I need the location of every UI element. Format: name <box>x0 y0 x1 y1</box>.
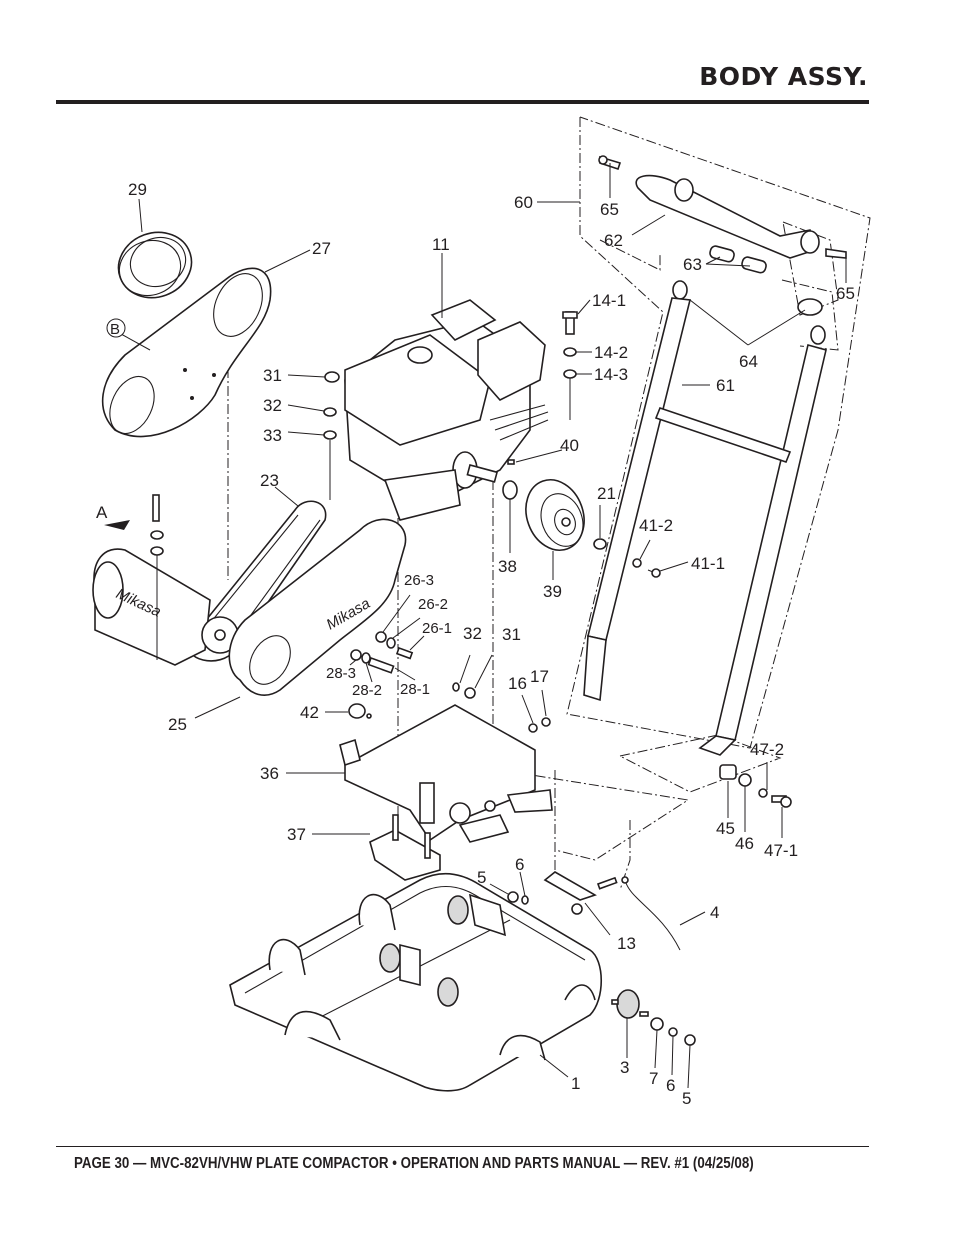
part-31-32-33-upper <box>323 371 340 440</box>
callout-27: 27 <box>312 239 331 258</box>
part-45-46-47-hardware <box>719 764 792 808</box>
callout-labels: 29 27 11 60 65 62 63 65 64 61 14-1 14-2 … <box>128 180 855 1108</box>
callout-14-1: 14-1 <box>592 291 626 310</box>
part-3-rubber-mounts <box>379 893 649 1019</box>
footer-rule <box>56 1146 869 1147</box>
callout-3: 3 <box>620 1058 629 1077</box>
callout-62: 62 <box>604 231 623 250</box>
part-13-plate <box>543 871 618 915</box>
callout-41-1: 41-1 <box>691 554 725 573</box>
callout-40: 40 <box>560 436 579 455</box>
callout-61: 61 <box>716 376 735 395</box>
callout-17: 17 <box>530 667 549 686</box>
part-61-handle-frame <box>583 297 827 756</box>
callout-11: 11 <box>432 235 450 254</box>
callout-13: 13 <box>617 934 636 953</box>
part-28-hardware <box>350 649 395 674</box>
part-36-engine-bed <box>339 704 553 843</box>
part-40-key <box>507 459 515 465</box>
callout-38: 38 <box>498 557 517 576</box>
callout-21: 21 <box>597 484 616 503</box>
callout-31: 31 <box>263 366 282 385</box>
callout-28-3: 28-3 <box>326 665 356 682</box>
part-63-spacers <box>709 245 767 274</box>
callout-5: 5 <box>477 868 486 887</box>
callout-39: 39 <box>543 582 562 601</box>
part-64-bushings <box>672 280 826 345</box>
callout-29: 29 <box>128 180 147 199</box>
part-38-collar <box>502 480 518 500</box>
part-21-washer <box>593 538 607 550</box>
callout-33: 33 <box>263 426 282 445</box>
part-37-bracket <box>369 814 441 881</box>
part-14-bolt-washers <box>562 311 578 379</box>
callout-45: 45 <box>716 819 735 838</box>
callout-41-2: 41-2 <box>639 516 673 535</box>
callout-26-2: 26-2 <box>418 596 448 613</box>
view-marker-b: B <box>106 318 126 338</box>
callout-36: 36 <box>260 764 279 783</box>
view-marker-a-label: A <box>96 503 108 522</box>
part-29-rubber-cap <box>117 231 193 299</box>
callout-64: 64 <box>739 352 758 371</box>
callout-7: 7 <box>649 1069 658 1088</box>
callout-65: 65 <box>600 200 619 219</box>
callout-4: 4 <box>710 903 719 922</box>
callout-31: 31 <box>502 625 521 644</box>
callout-14-3: 14-3 <box>594 365 628 384</box>
arrow-icon <box>104 520 130 530</box>
view-marker-a: A <box>96 503 130 530</box>
callout-32: 32 <box>463 624 482 643</box>
callout-28-1: 28-1 <box>400 681 430 698</box>
callout-63: 63 <box>683 255 702 274</box>
callout-47-2: 47-2 <box>750 740 784 759</box>
callout-42: 42 <box>300 703 319 722</box>
callout-46: 46 <box>735 834 754 853</box>
callout-28-2: 28-2 <box>352 682 382 699</box>
callout-1: 1 <box>571 1074 580 1093</box>
callout-65: 65 <box>836 284 855 303</box>
part-26-hardware <box>375 631 414 660</box>
part-39-clutch-pulley <box>525 479 585 551</box>
circle-marker-icon <box>106 318 126 338</box>
callout-37: 37 <box>287 825 306 844</box>
callout-32: 32 <box>263 396 282 415</box>
callout-47-1: 47-1 <box>764 841 798 860</box>
part-11-engine <box>344 299 549 521</box>
part-41-bolt-washer <box>632 558 661 578</box>
part-27-gasket <box>101 267 272 438</box>
leader-lines <box>120 163 847 1089</box>
callout-16: 16 <box>508 674 527 693</box>
callout-5: 5 <box>682 1089 691 1108</box>
exciter-assembly: Mikasa <box>92 494 239 666</box>
callout-26-3: 26-3 <box>404 572 434 589</box>
part-62-upper-handle <box>635 174 820 259</box>
part-42-cap <box>348 703 372 719</box>
part-4-wire <box>621 876 681 951</box>
page-footer: PAGE 30 — MVC-82VH/VHW PLATE COMPACTOR •… <box>74 1155 754 1172</box>
callout-60: 60 <box>514 193 533 212</box>
callout-6: 6 <box>515 855 524 874</box>
page-title: BODY ASSY. <box>699 62 868 91</box>
header-rule <box>56 100 869 104</box>
part-16-17-hardware <box>528 717 551 733</box>
callout-25: 25 <box>168 715 187 734</box>
callout-26-1: 26-1 <box>422 620 452 637</box>
callout-14-2: 14-2 <box>594 343 628 362</box>
callout-6: 6 <box>666 1076 675 1095</box>
part-31-32-lower <box>452 682 476 699</box>
view-marker-b-label: B <box>110 321 120 338</box>
callout-23: 23 <box>260 471 279 490</box>
